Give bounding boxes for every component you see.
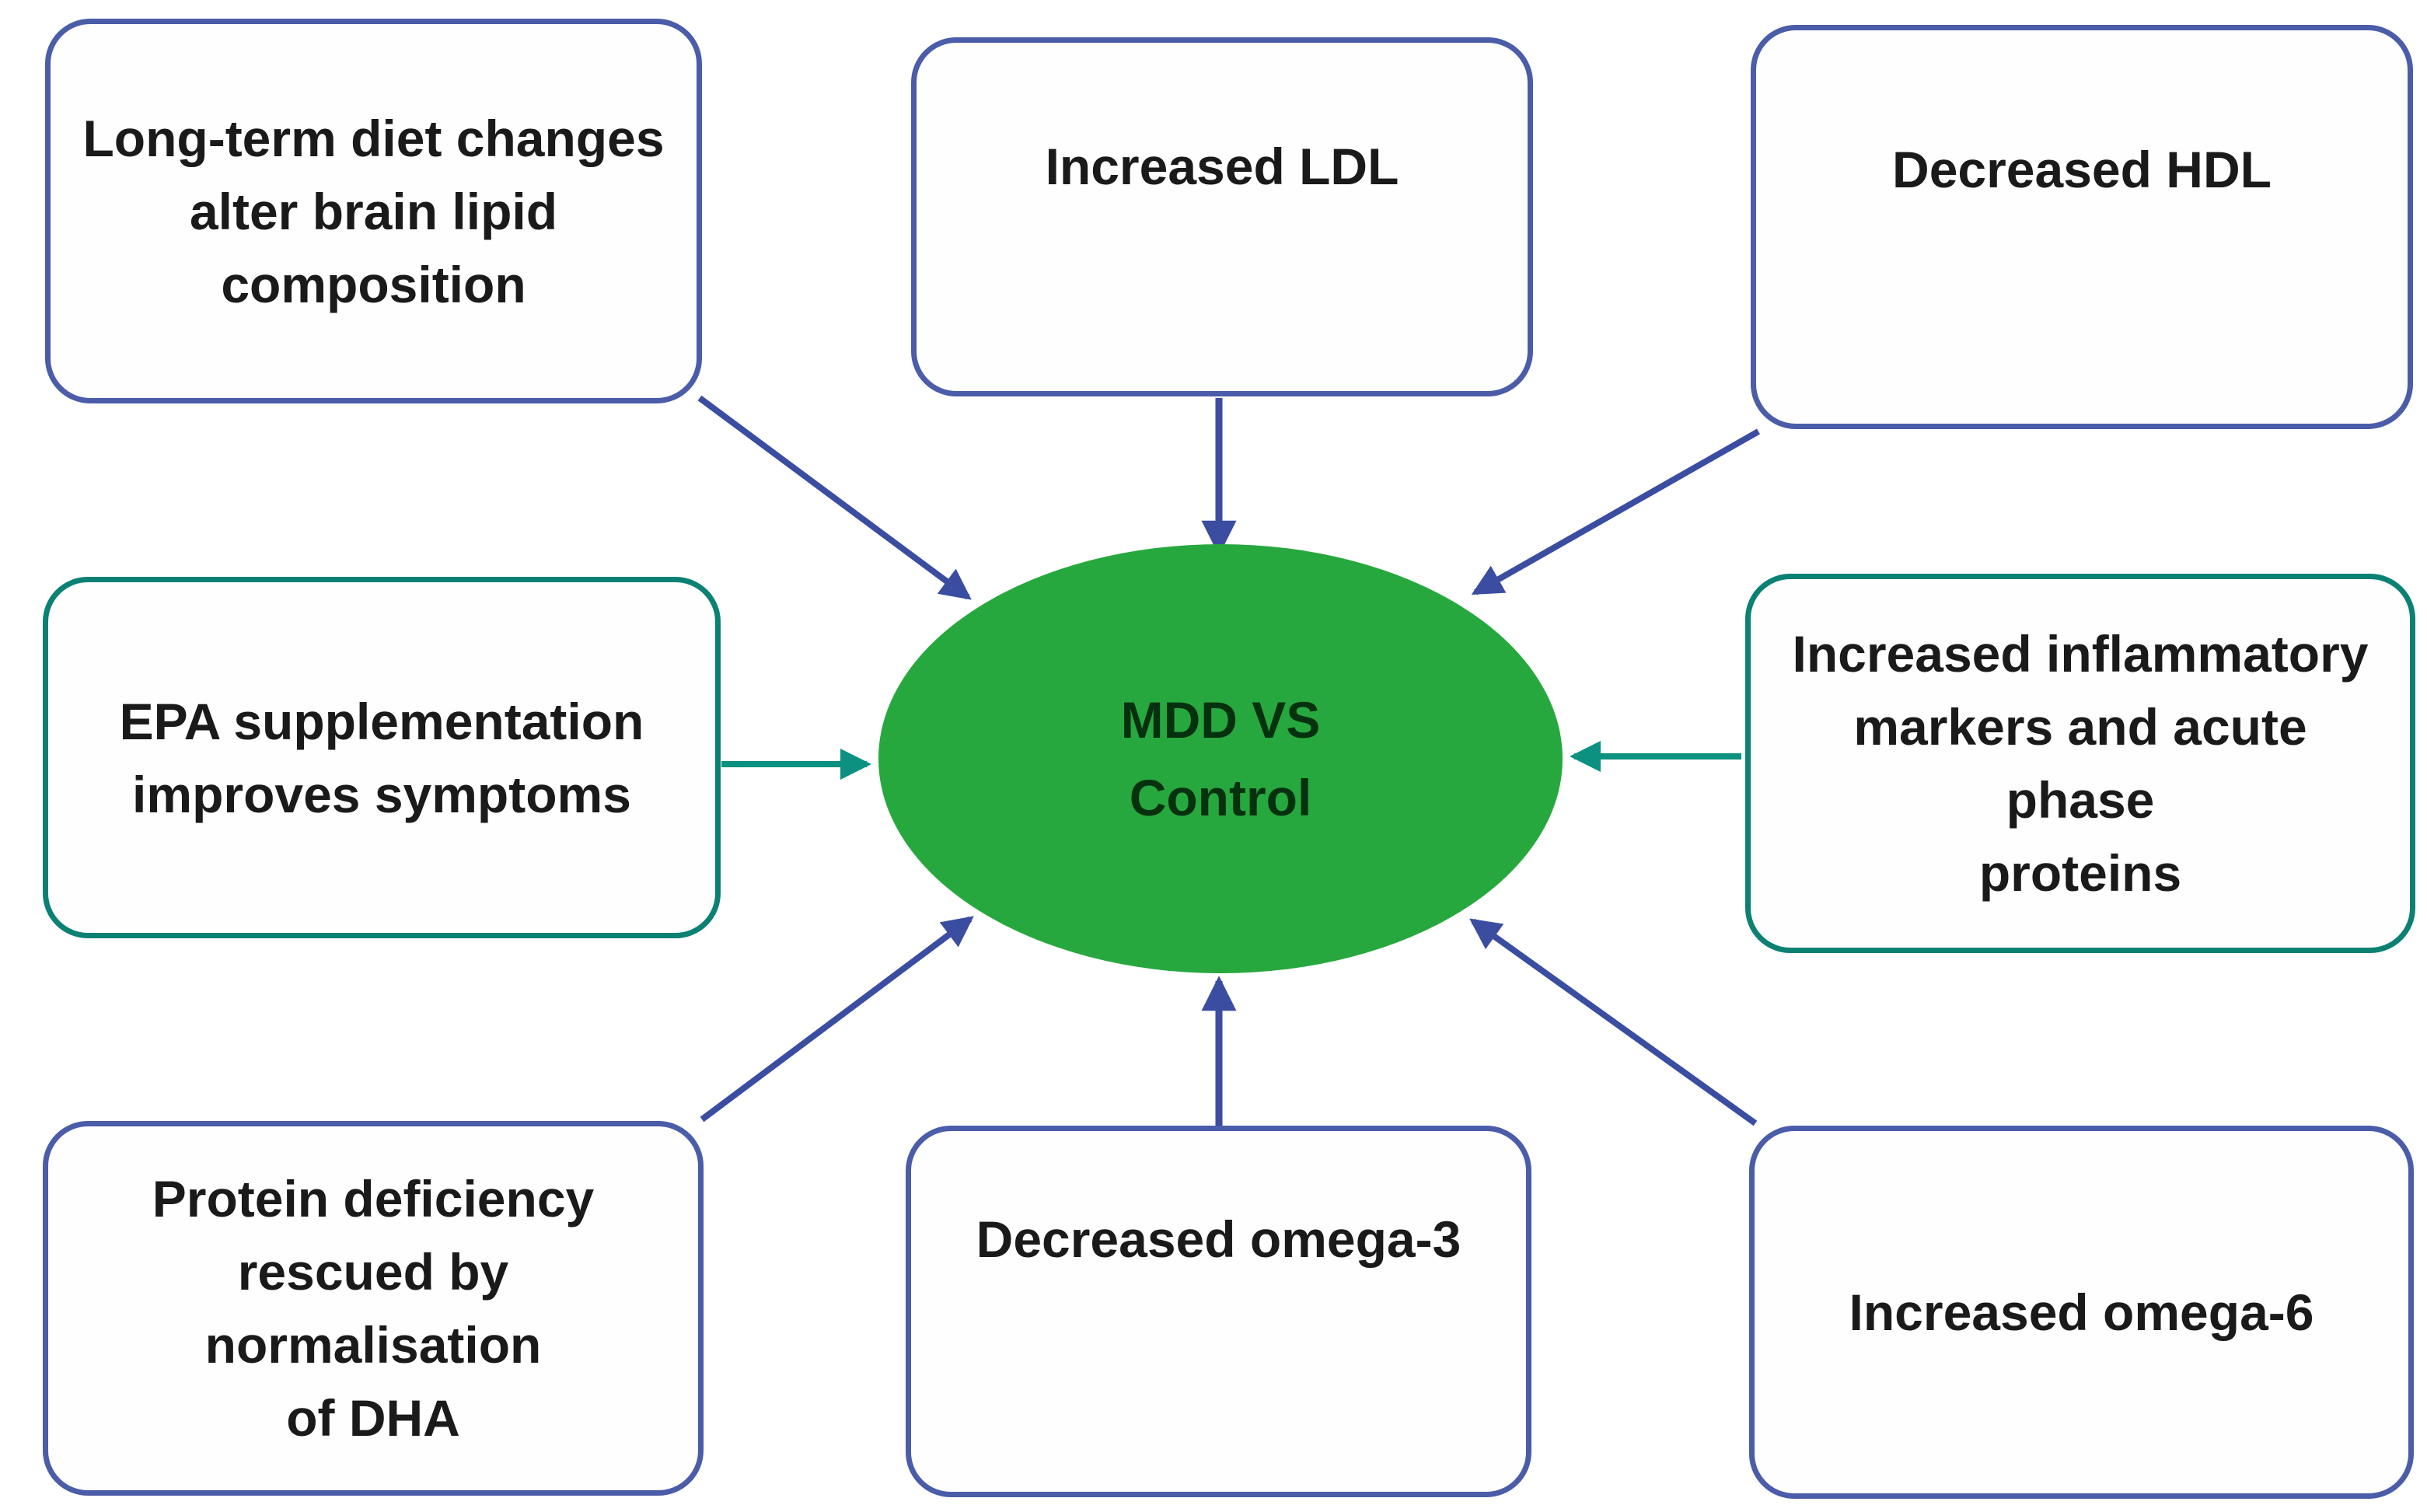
node-bottom-center: Decreased omega-3 — [906, 1126, 1531, 1497]
node-label-line: Protein deficiency — [152, 1170, 595, 1227]
node-bottom-left: Protein deficiency rescued by normalisat… — [43, 1121, 704, 1496]
node-label-line: Decreased HDL — [1892, 141, 2272, 198]
node-label-line: improves symptoms — [132, 765, 631, 823]
center-node-label-line: Control — [1129, 769, 1312, 826]
node-top-center: Increased LDL — [911, 37, 1533, 396]
node-label-line: Increased LDL — [1045, 138, 1399, 195]
node-label-line: Increased omega-6 — [1849, 1283, 2314, 1341]
center-node-label-line: MDD VS — [1120, 691, 1321, 749]
node-label-line: Long-term diet changes — [82, 109, 665, 167]
center-node: MDD VS Control — [878, 544, 1563, 973]
node-label-line: Increased inflammatory — [1792, 625, 2369, 683]
node-top-left: Long-term diet changes alter brain lipid… — [45, 19, 702, 403]
node-middle-right: Increased inflammatory markers and acute… — [1745, 574, 2415, 953]
node-bottom-right: Increased omega-6 — [1749, 1126, 2414, 1499]
node-middle-left: EPA supplementation improves symptoms — [43, 577, 721, 938]
node-label-line: markers and acute phase — [1853, 698, 2307, 829]
node-label-line: proteins — [1978, 844, 2182, 902]
node-label-line: of DHA — [286, 1389, 460, 1447]
arrow-top-right-to-center — [1471, 428, 1760, 595]
arrow-top-left-to-center — [697, 395, 972, 600]
node-label-line: composition — [221, 255, 526, 313]
node-label-line: EPA supplementation — [119, 692, 644, 750]
node-label-line: alter brain lipid — [189, 182, 558, 240]
arrow-bottom-left-to-center — [700, 916, 974, 1123]
node-top-right: Decreased HDL — [1751, 25, 2413, 429]
node-label-line: Decreased omega-3 — [976, 1210, 1461, 1268]
arrow-bottom-right-to-center — [1469, 918, 1758, 1126]
node-label-line: rescued by normalisation — [204, 1243, 542, 1374]
